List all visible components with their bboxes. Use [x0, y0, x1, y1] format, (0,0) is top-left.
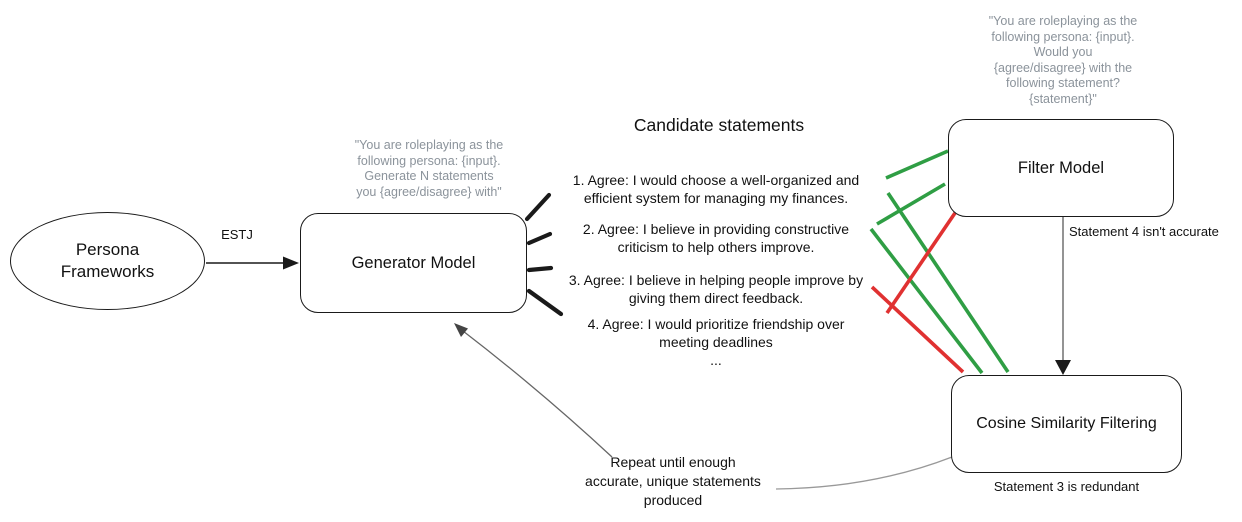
repeat-arrow-line: [462, 330, 613, 458]
tick-statement-1: [524, 192, 552, 222]
statement-line: 3. Agree: I believe in helping people im…: [568, 272, 864, 288]
statement-line: giving them direct feedback.: [628, 290, 804, 306]
accept-line-stmt1-to-filter: [885, 149, 949, 180]
node-label: Cosine Similarity Filtering: [976, 415, 1157, 432]
tick-statement-3: [526, 265, 554, 273]
prompt-line: Would you: [1033, 45, 1093, 59]
repeat-note: Repeat until enough accurate, unique sta…: [548, 453, 798, 510]
prompt-line: following persona: {input}.: [991, 29, 1135, 44]
cosine-to-note-line: [775, 456, 953, 490]
cosine-filtering-node: Cosine Similarity Filtering: [951, 375, 1182, 473]
candidate-statements-title: Candidate statements: [633, 115, 805, 135]
statement4-verdict-label: Statement 4 isn't accurate: [1069, 224, 1219, 239]
persona-frameworks-node: Persona Frameworks: [10, 212, 205, 310]
generator-prompt: "You are roleplaying as the following pe…: [318, 138, 540, 200]
candidate-statement-1: 1. Agree: I would choose a well-organize…: [536, 171, 896, 207]
repeat-note-line: produced: [643, 492, 703, 508]
filter-model-node: Filter Model: [948, 119, 1174, 217]
generator-output-ticks: [524, 192, 564, 317]
prompt-line: "You are roleplaying as the: [354, 138, 504, 152]
filter-to-cosine-arrowhead: [1055, 360, 1071, 375]
reject-line-stmt3-to-cosine: [870, 285, 965, 374]
node-label: Filter Model: [1017, 158, 1105, 177]
prompt-line: {statement}": [1029, 91, 1097, 106]
statement-line: 1. Agree: I would choose a well-organize…: [572, 172, 860, 188]
prompt-line: you {agree/disagree} with": [356, 184, 502, 199]
filter-prompt: "You are roleplaying as the following pe…: [951, 14, 1175, 107]
repeat-note-line: accurate, unique statements: [585, 473, 761, 489]
repeat-arrowhead: [454, 323, 468, 337]
repeat-note-line: Repeat until enough: [610, 454, 736, 470]
statement3-verdict-label: Statement 3 is redundant: [993, 479, 1140, 494]
candidate-statement-3: 3. Agree: I believe in helping people im…: [536, 271, 896, 307]
prompt-line: Generate N statements: [364, 169, 494, 183]
prompt-line: "You are roleplaying as the: [988, 14, 1138, 28]
node-label-line: Persona: [75, 240, 140, 259]
statement-line: criticism to help others improve.: [617, 239, 815, 255]
statement-line: 4. Agree: I would prioritize friendship …: [587, 316, 845, 332]
estj-label: ESTJ: [221, 227, 253, 242]
prompt-line: {agree/disagree} with the: [993, 60, 1133, 75]
accept-line-stmt1-to-cosine: [886, 191, 1010, 374]
estj-arrowhead: [283, 256, 299, 270]
candidate-statement-4: 4. Agree: I would prioritize friendship …: [536, 315, 896, 351]
statement-line: meeting deadlines: [659, 334, 773, 350]
prompt-line: following persona: {input}.: [357, 153, 501, 168]
accept-line-stmt2-to-filter: [876, 182, 946, 226]
generator-model-node: Generator Model: [300, 213, 527, 313]
tick-statement-4: [526, 288, 564, 317]
prompt-line: following statement?: [1006, 76, 1120, 90]
candidate-statement-2: 2. Agree: I believe in providing constru…: [536, 220, 896, 256]
accept-line-stmt2-to-cosine: [869, 227, 984, 375]
statement-line: efficient system for managing my finance…: [583, 190, 849, 206]
tick-statement-2: [526, 231, 553, 246]
node-label: Generator Model: [351, 253, 476, 272]
node-label-line: Frameworks: [60, 262, 155, 281]
reject-line-filter-to-stmt4: [885, 211, 957, 315]
statement-line: 2. Agree: I believe in providing constru…: [582, 221, 850, 237]
statements-ellipsis: ...: [710, 352, 722, 368]
